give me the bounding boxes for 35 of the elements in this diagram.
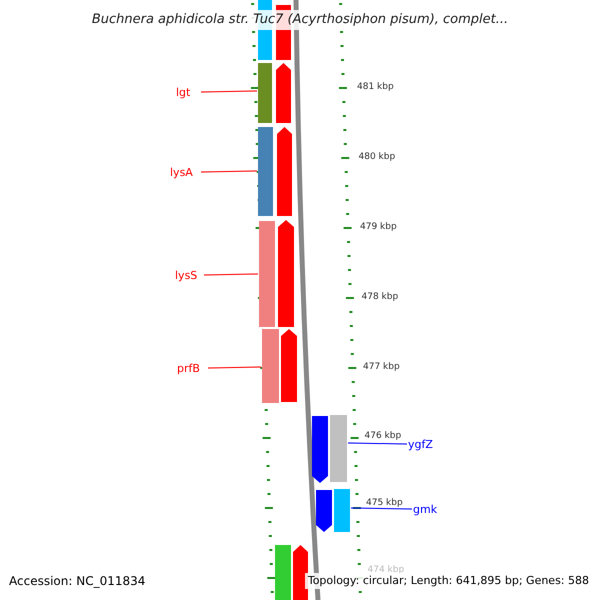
- gene-label: lgt: [176, 86, 190, 98]
- accession-text: Accession: NC_011834: [9, 575, 146, 587]
- gene-block: [316, 490, 332, 532]
- scale-label: 475 kbp: [366, 499, 403, 508]
- scale-label: 477 kbp: [363, 363, 400, 372]
- gene-block: [277, 127, 292, 216]
- gene-feature: [275, 545, 291, 600]
- gene-label: prfB: [177, 362, 200, 374]
- gene-feature: [258, 63, 272, 123]
- scale-label: 478 kbp: [362, 293, 398, 302]
- gene-feature: [262, 329, 279, 403]
- leader-line: [200, 90, 258, 92]
- gene-block: [281, 329, 297, 402]
- gene-label: lysA: [170, 166, 193, 178]
- leader-line: [208, 366, 262, 368]
- scale-label: 481 kbp: [357, 83, 394, 92]
- leader-line: [350, 508, 412, 510]
- gene-label: gmk: [413, 504, 438, 514]
- leader-line: [200, 170, 258, 172]
- gene-feature: [334, 489, 350, 532]
- gene-label: ygfZ: [408, 438, 433, 450]
- scale-label: 474 kbp: [368, 566, 404, 575]
- scale-label: 480 kbp: [358, 153, 396, 162]
- leader-line: [348, 442, 408, 444]
- gene-feature: [330, 415, 347, 482]
- gene-block: [278, 220, 294, 327]
- gene-label: lysS: [175, 270, 198, 280]
- gene-block: [276, 63, 291, 123]
- gene-feature: [259, 221, 275, 327]
- scale-label: 476 kbp: [364, 432, 402, 441]
- leader-line: [204, 274, 258, 276]
- scale-label: 479 kbp: [360, 223, 397, 232]
- gene-feature: [258, 127, 273, 216]
- gene-block: [312, 416, 328, 483]
- gene-block: [293, 545, 308, 600]
